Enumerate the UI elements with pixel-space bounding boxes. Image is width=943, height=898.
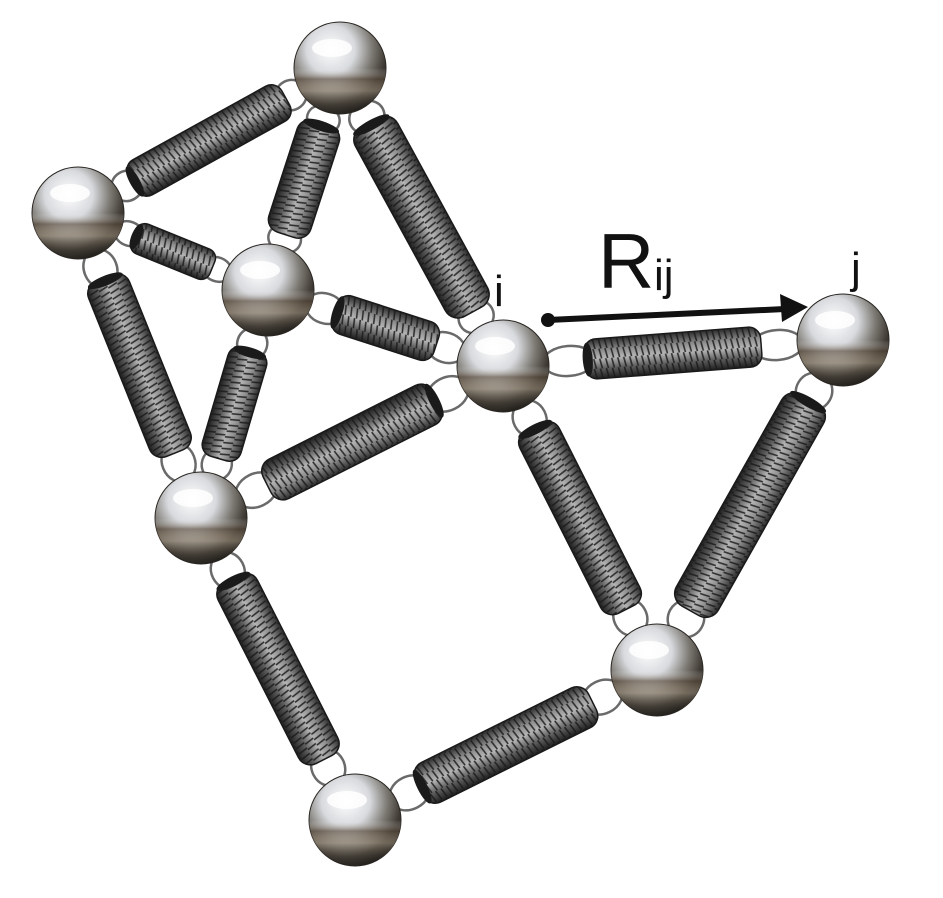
node-i-label: i: [494, 267, 504, 316]
spring-i-cl: [234, 374, 470, 510]
vector-arrow-line: [547, 306, 786, 323]
spring-left-top: [109, 78, 309, 203]
node-j-label: j: [849, 244, 861, 293]
spring-mid-cl: [200, 326, 269, 482]
balls-layer: [31, 21, 890, 867]
ball-mid: [221, 243, 315, 337]
ball-left: [31, 166, 125, 260]
spring-mid-i: [304, 291, 467, 365]
displacement-vector: [541, 294, 808, 327]
spring-cl-bot: [209, 550, 347, 788]
spring-bot-br: [388, 678, 624, 812]
spring-i-br: [511, 398, 649, 638]
ball-cl: [154, 471, 248, 565]
ball-br: [610, 623, 704, 717]
ball-top: [293, 21, 387, 115]
vector-label-subscript: ij: [654, 251, 674, 300]
spring-j-br: [666, 371, 834, 639]
springs-layer: [82, 78, 834, 812]
spring-left-cl: [82, 247, 197, 484]
spring-top-mid: [267, 103, 341, 255]
vector-arrowhead: [780, 294, 808, 322]
spring-top-i: [348, 99, 495, 335]
vector-label-main: R: [598, 217, 654, 305]
ball-j: [796, 293, 890, 387]
ball-bot: [308, 773, 402, 867]
spring-i-j: [541, 326, 805, 380]
ball-i: [456, 319, 550, 413]
